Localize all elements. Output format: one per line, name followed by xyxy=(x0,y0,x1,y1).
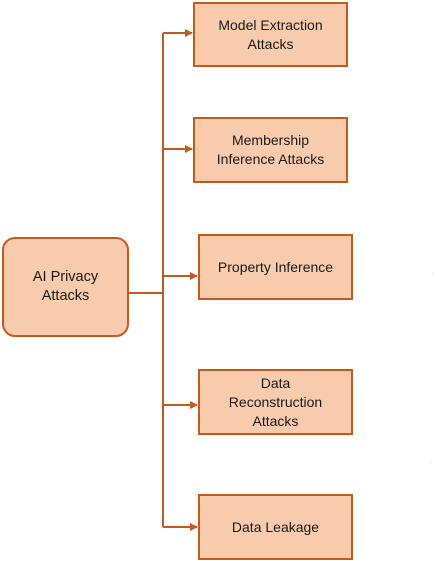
child-node-label: Model Extraction Attacks xyxy=(218,16,323,52)
child-node-membership-inference: Membership Inference Attacks xyxy=(193,117,348,183)
child-node-label: Data Leakage xyxy=(231,518,320,535)
root-node-ai-privacy-attacks: AI Privacy Attacks xyxy=(2,237,129,337)
child-node-data-reconstruction: Data Reconstruction Attacks xyxy=(198,369,353,435)
stray-dot-upper xyxy=(432,273,433,274)
child-node-label: Membership Inference Attacks xyxy=(216,132,325,167)
stray-dot-lower xyxy=(430,462,431,463)
child-node-property-inference: Property Inference xyxy=(198,234,353,300)
child-node-label: Property Inference xyxy=(217,258,334,275)
root-node-label: AI Privacy Attacks xyxy=(32,269,99,304)
child-node-label: Data Reconstruction Attacks xyxy=(228,374,323,429)
child-node-data-leakage: Data Leakage xyxy=(198,494,353,560)
child-node-model-extraction: Model Extraction Attacks xyxy=(193,2,348,67)
